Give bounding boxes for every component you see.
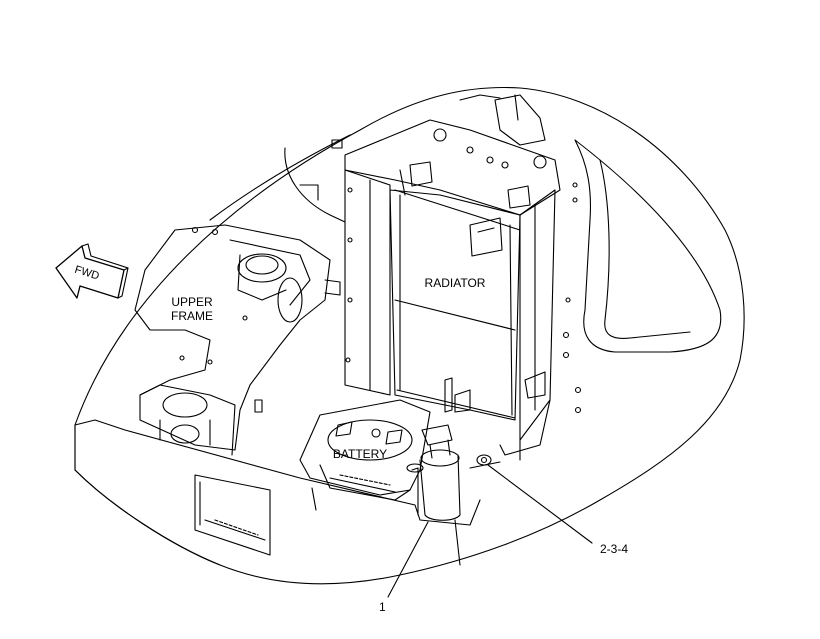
leader-line-1	[387, 521, 429, 598]
machine-body-outline	[74, 86, 745, 585]
upper-frame-label-line-2: FRAME	[171, 309, 213, 323]
leader-line-2-3-4	[487, 464, 593, 544]
upper-frame-label-line-1: UPPER	[171, 295, 213, 309]
parts-2-3-4-fitting	[469, 454, 501, 469]
radiator-assembly	[344, 94, 582, 461]
callout-2-3-4: 2-3-4	[600, 542, 628, 556]
front-panel	[74, 419, 481, 566]
battery-label: BATTERY	[333, 447, 387, 461]
leader-lines	[387, 464, 593, 598]
part-1-canister	[406, 377, 461, 521]
callout-1: 1	[379, 600, 386, 614]
upper-frame-structure	[134, 139, 343, 456]
fwd-arrow-icon	[55, 243, 129, 299]
radiator-label: RADIATOR	[425, 276, 486, 290]
battery-assembly	[299, 399, 431, 501]
